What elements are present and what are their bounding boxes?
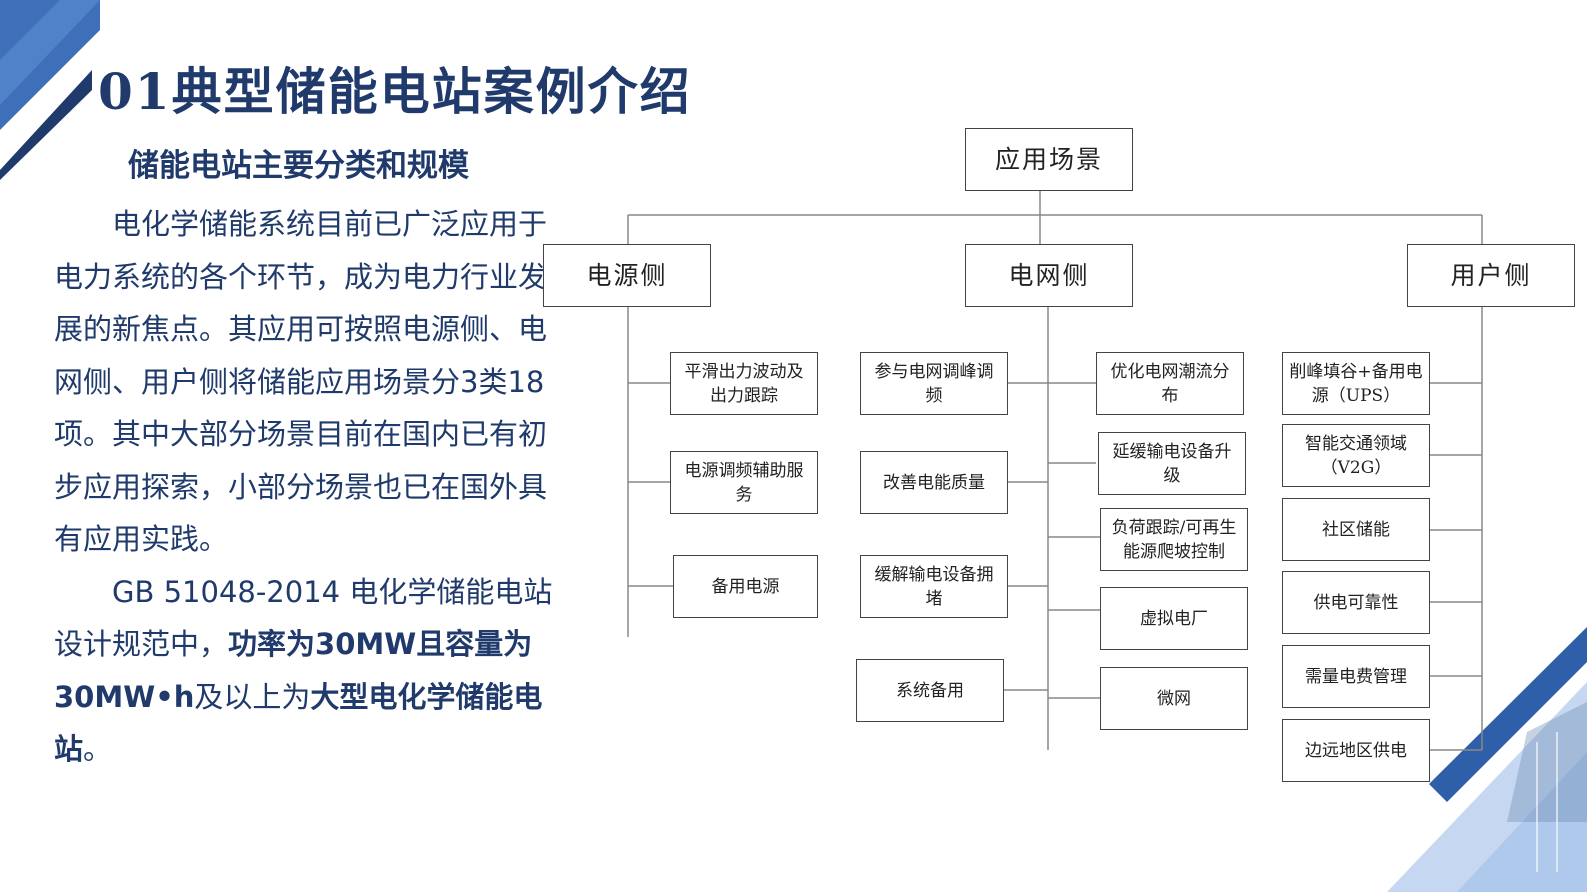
standard-text-part2: 及以上为: [194, 679, 311, 714]
node-grid-item: 参与电网调峰调频: [860, 352, 1008, 415]
node-grid-item: 优化电网潮流分布: [1096, 352, 1244, 415]
page-title: 01典型储能电站案例介绍: [98, 62, 692, 121]
paragraph-intro: 电化学储能系统目前已广泛应用于电力系统的各个环节，成为电力行业发展的新焦点。其应…: [54, 207, 548, 556]
node-user-item: 边远地区供电: [1282, 719, 1430, 782]
node-source-side: 电源侧: [543, 244, 711, 307]
node-grid-item: 延缓输电设备升级: [1098, 432, 1246, 495]
section-subtitle: 储能电站主要分类和规模: [128, 148, 469, 184]
node-grid-item: 虚拟电厂: [1100, 587, 1248, 650]
node-user-item: 削峰填谷+备用电源（UPS）: [1282, 352, 1430, 415]
node-source-item: 电源调频辅助服务: [670, 451, 818, 514]
node-source-item: 平滑出力波动及出力跟踪: [670, 352, 818, 415]
node-root: 应用场景: [965, 128, 1133, 191]
node-user-item: 需量电费管理: [1282, 645, 1430, 708]
node-grid-item: 微网: [1100, 667, 1248, 730]
node-grid-item: 缓解输电设备拥堵: [860, 555, 1008, 618]
node-source-item: 备用电源: [673, 555, 818, 618]
standard-text-part3: 。: [83, 732, 113, 766]
corner-decoration-bottom-right: [1387, 627, 1587, 892]
paragraph-standard: GB 51048-2014 电化学储能电站设计规范中，功率为30MW且容量为30…: [54, 566, 554, 776]
body-text: 电化学储能系统目前已广泛应用于电力系统的各个环节，成为电力行业发展的新焦点。其应…: [54, 198, 554, 776]
node-user-side: 用户侧: [1407, 244, 1575, 307]
node-grid-item: 改善电能质量: [860, 451, 1008, 514]
node-user-item: 智能交通领域（V2G）: [1282, 424, 1430, 487]
standard-bold-power: 功率为30MW且容量为30MW•h: [54, 627, 533, 714]
node-user-item: 供电可靠性: [1282, 571, 1430, 634]
node-user-item: 社区储能: [1282, 498, 1430, 561]
standard-text-part1: GB 51048-2014 电化学储能电站设计规范中，: [54, 574, 553, 662]
corner-decoration-top-left: [0, 0, 100, 180]
node-grid-item: 系统备用: [856, 659, 1004, 722]
node-grid-side: 电网侧: [965, 244, 1133, 307]
node-grid-item: 负荷跟踪/可再生能源爬坡控制: [1100, 508, 1248, 571]
standard-bold-large-station: 大型电化学储能电站: [54, 679, 543, 767]
